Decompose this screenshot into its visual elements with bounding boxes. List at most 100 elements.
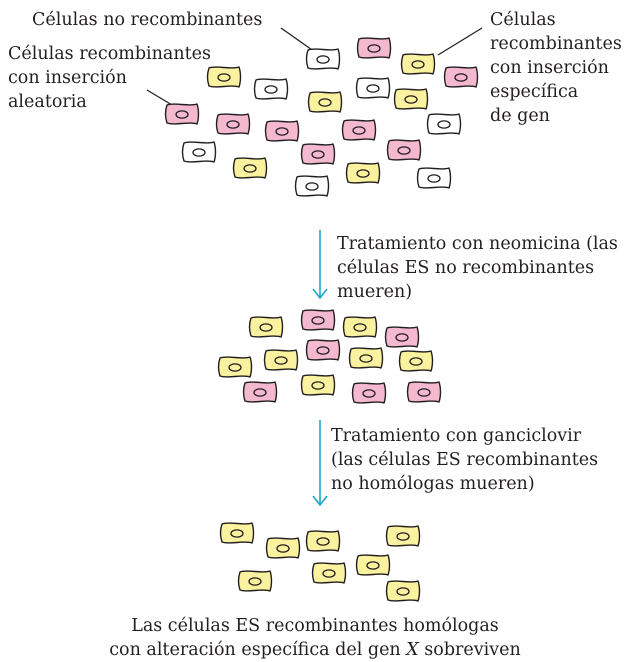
cell-nucleus [316,346,330,355]
label-neomycin-treatment: Tratamiento con neomicina (las células E… [337,234,618,302]
cell-random-insertion-after_neomycin-13 [406,381,442,403]
cell-nucleus [192,148,206,157]
cell-nucleus [417,388,431,397]
label-result: Las células ES recombinantes homólogas c… [109,616,521,660]
cell-random-insertion-initial-10 [164,103,200,125]
cell-nucleus [253,388,267,397]
cell-random-insertion-initial-5 [443,66,479,88]
cell-populations [164,37,479,602]
cell-nucleus [359,354,373,363]
leader-specific-insertion [437,27,483,56]
cell-nucleus [275,127,289,136]
label-random-insertion-cells: Células recombinantes con inserción alea… [8,44,211,112]
cell-nucleus [367,44,381,53]
cell-random-insertion-initial-1 [356,37,392,59]
cell-random-insertion-initial-16 [300,143,336,165]
cell-non-recombinant-initial-8 [355,77,391,99]
cell-random-insertion-initial-12 [264,120,300,142]
cell-nucleus [352,126,366,135]
cell-nucleus [362,389,376,398]
cell-nucleus [396,532,410,541]
cell-nucleus [230,529,244,538]
cell-nucleus [395,333,409,342]
cell-non-recombinant-initial-21 [416,167,452,189]
cell-random-insertion-after_neomycin-5 [305,339,341,361]
cell-specific-insertion-after_ganciclovir-3 [385,525,421,547]
cell-nucleus [243,164,257,173]
cell-specific-insertion-after_neomycin-6 [217,356,253,378]
cell-nucleus [427,174,441,183]
cell-specific-insertion-initial-7 [307,91,343,113]
cell-random-insertion-initial-13 [341,119,377,141]
cell-nucleus [396,587,410,596]
cell-nucleus [311,316,325,325]
cell-nucleus [397,146,411,155]
cell-nucleus [411,60,425,69]
cell-non-recombinant-initial-20 [294,175,330,197]
arrow-neomycin [312,230,328,300]
cell-specific-insertion-initial-3 [206,66,242,88]
gene-symbol: X [406,640,419,660]
cell-specific-insertion-after_ganciclovir-8 [385,580,421,602]
cell-specific-insertion-initial-9 [393,88,429,110]
cell-nucleus [356,169,370,178]
cell-specific-insertion-initial-4 [400,53,436,75]
cell-nucleus [318,98,332,107]
cell-random-insertion-initial-11 [215,113,251,135]
cell-nucleus [311,150,325,159]
cell-specific-insertion-after_neomycin-8 [348,347,384,369]
cell-specific-insertion-after_ganciclovir-1 [219,522,255,544]
cell-nucleus [316,537,330,546]
cell-non-recombinant-initial-6 [253,78,289,100]
label-non-recombinant-cells: Células no recombinantes [32,10,263,30]
cell-specific-insertion-after_ganciclovir-7 [237,570,273,592]
cell-nucleus [175,110,189,119]
cell-nucleus [248,577,262,586]
cell-nucleus [264,85,278,94]
cell-nucleus [259,323,273,332]
cell-specific-insertion-after_ganciclovir-4 [265,537,301,559]
cell-nucleus [226,120,240,129]
cell-specific-insertion-after_neomycin-11 [300,374,336,396]
cell-nucleus [276,544,290,553]
cell-nucleus [274,356,288,365]
cell-specific-insertion-initial-18 [232,157,268,179]
process-arrows [312,230,328,507]
leader-lines [146,27,483,106]
cell-random-insertion-after_neomycin-10 [242,381,278,403]
cell-nucleus [305,182,319,191]
cell-nucleus [217,73,231,82]
cell-specific-insertion-after_neomycin-3 [342,316,378,338]
cell-random-insertion-after_neomycin-2 [300,309,336,331]
cell-nucleus [366,84,380,93]
arrow-ganciclovir [312,420,328,507]
cell-specific-insertion-after_neomycin-1 [248,316,284,338]
label-ganciclovir-treatment: Tratamiento con ganciclovir (las células… [331,426,599,494]
cell-specific-insertion-after_ganciclovir-6 [311,562,347,584]
cell-nucleus [404,95,418,104]
leader-non-recombinant [280,27,316,53]
cell-specific-insertion-after_ganciclovir-2 [305,530,341,552]
cell-specific-insertion-initial-19 [345,162,381,184]
cell-random-insertion-initial-17 [386,139,422,161]
cell-non-recombinant-initial-2 [305,48,341,70]
cell-specific-insertion-after_neomycin-7 [263,349,299,371]
cell-nucleus [409,357,423,366]
cell-random-insertion-after_neomycin-4 [384,326,420,348]
label-specific-insertion-cells: Células recombinantes con inserción espe… [490,10,622,126]
cell-non-recombinant-initial-14 [426,113,462,135]
cell-specific-insertion-after_neomycin-9 [398,350,434,372]
leader-random-insertion [146,89,173,106]
cell-nucleus [454,73,468,82]
cell-nucleus [437,120,451,129]
cell-nucleus [311,381,325,390]
cell-nucleus [366,561,380,570]
cell-specific-insertion-after_ganciclovir-5 [355,554,391,576]
cell-nucleus [353,323,367,332]
cell-non-recombinant-initial-15 [181,141,217,163]
cell-nucleus [322,569,336,578]
cell-random-insertion-after_neomycin-12 [351,382,387,404]
cell-nucleus [316,55,330,64]
cell-nucleus [228,363,242,372]
